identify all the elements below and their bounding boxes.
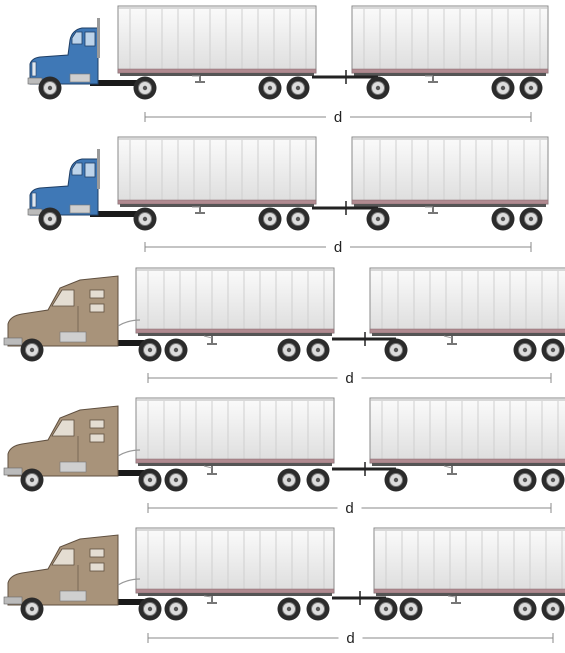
trailer-lead [136,398,334,466]
dolly-wheel [385,339,408,362]
truck-row: d [4,528,565,647]
landing-gear [444,466,457,474]
dimension-label: d [334,109,342,126]
trailer-wheel [520,208,543,231]
trailer-wheel [307,469,330,492]
steer-wheel [21,469,44,492]
trailer-lead [136,268,334,336]
dimension-label: d [346,630,354,647]
truck-row: d [28,6,548,126]
trailer-lead [118,6,316,76]
drive-wheel [134,77,157,100]
trailer-wheel [278,339,301,362]
trailer-wheel [492,77,515,100]
trailer-wheel [514,339,537,362]
drive-wheel [165,598,188,621]
drive-wheel [165,469,188,492]
trailer-rear [352,137,548,207]
drive-wheel [165,339,188,362]
dimension-d: d [148,630,553,647]
trailer-wheel [278,469,301,492]
dimension-label: d [345,500,353,517]
trailer-rear [370,398,565,466]
trailer-wheel [542,469,565,492]
landing-gear [425,207,438,213]
landing-gear [204,596,217,603]
landing-gear [444,336,457,344]
landing-gear [204,466,217,474]
trailer-wheel [287,77,310,100]
dolly-wheel [400,598,423,621]
dolly-wheel [375,598,398,621]
landing-gear [204,336,217,344]
dimension-d: d [145,109,531,126]
steer-wheel [21,339,44,362]
dimension-label: d [345,370,353,387]
trailer-wheel [278,598,301,621]
truck-row: d [4,398,565,517]
dolly-wheel [385,469,408,492]
trailer-lead [118,137,316,207]
trailer-wheel [542,339,565,362]
drive-wheel [139,339,162,362]
trailer-lead [136,528,334,596]
truck-row: d [4,268,565,387]
dimension-d: d [148,370,551,387]
steer-wheel [21,598,44,621]
landing-gear [192,76,205,82]
trailer-wheel [307,339,330,362]
trailer-wheel [287,208,310,231]
trailer-wheel [542,598,565,621]
trailer-wheel [520,77,543,100]
drive-wheel [139,598,162,621]
drive-wheel [134,208,157,231]
trailer-wheel [514,469,537,492]
dimension-d: d [148,500,551,517]
trailer-rear [374,528,565,596]
steer-wheel [39,208,62,231]
landing-gear [425,76,438,82]
drive-wheel [139,469,162,492]
trailer-wheel [492,208,515,231]
landing-gear [448,596,461,603]
dolly-wheel [367,77,390,100]
trailer-wheel [259,208,282,231]
steer-wheel [39,77,62,100]
dimension-d: d [145,239,531,256]
landing-gear [192,207,205,213]
trailer-wheel [259,77,282,100]
trailer-wheel [514,598,537,621]
trailer-wheel [307,598,330,621]
dimension-label: d [334,239,342,256]
truck-row: d [28,137,548,256]
dolly-wheel [367,208,390,231]
trailer-rear [352,6,548,76]
trailer-rear [370,268,565,336]
